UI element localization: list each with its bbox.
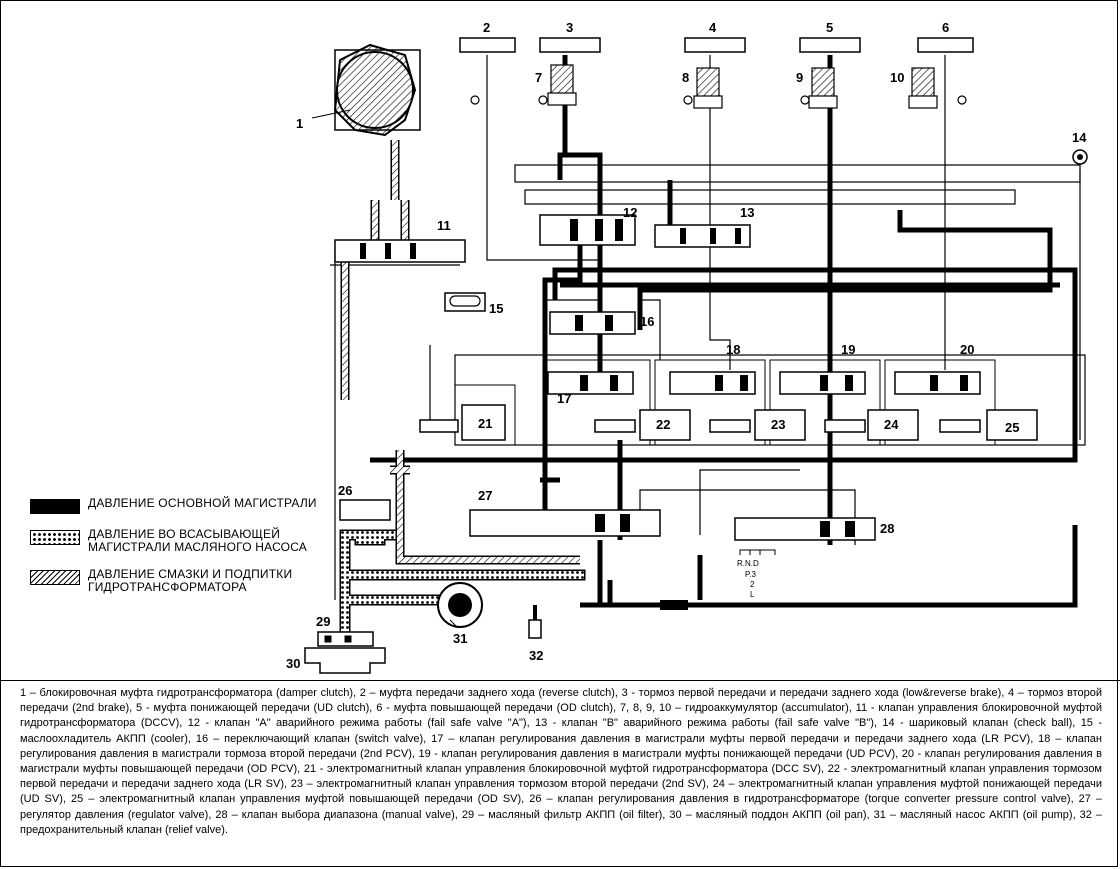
label-27: 27 [478, 488, 492, 503]
label-15: 15 [489, 301, 503, 316]
hydraulic-diagram: 1 2 3 4 5 6 7 8 9 10 11 12 13 14 15 16 1… [286, 20, 1088, 674]
pilot-lines [330, 55, 1086, 600]
label-30: 30 [286, 656, 300, 671]
label-11: 11 [437, 218, 451, 233]
legend: ДАВЛЕНИЕ ОСНОВНОЙ МАГИСТРАЛИ ДАВЛЕНИЕ ВО… [30, 497, 350, 608]
label-3: 3 [566, 20, 573, 35]
label-31: 31 [453, 631, 467, 646]
component-labels: 1 2 3 4 5 6 7 8 9 10 11 12 13 14 15 16 1… [286, 20, 1087, 671]
label-29: 29 [316, 614, 330, 629]
box-3 [539, 37, 601, 53]
relief-valve [528, 605, 542, 639]
lube-line [340, 140, 580, 565]
box-2 [459, 37, 516, 53]
legend-suction: ДАВЛЕНИЕ ВО ВСАСЫВАЮЩЕЙ МАГИСТРАЛИ МАСЛЯ… [30, 528, 350, 554]
caption: 1 – блокировочная муфта гидротрансформат… [0, 680, 1120, 868]
legend-suction-text: ДАВЛЕНИЕ ВО ВСАСЫВАЮЩЕЙ МАГИСТРАЛИ МАСЛЯ… [88, 527, 308, 554]
range-rnd: R.N.D [737, 559, 759, 568]
label-26: 26 [338, 483, 352, 498]
legend-suction-swatch [30, 530, 80, 545]
label-28: 28 [880, 521, 894, 536]
legend-lube: ДАВЛЕНИЕ СМАЗКИ И ПОДПИТКИ ГИДРОТРАНСФОР… [30, 568, 350, 594]
label-23: 23 [771, 417, 785, 432]
label-7: 7 [535, 70, 542, 85]
legend-main-swatch [30, 499, 80, 514]
legend-lube-swatch [30, 570, 80, 585]
legend-lube-text: ДАВЛЕНИЕ СМАЗКИ И ПОДПИТКИ ГИДРОТРАНСФОР… [88, 567, 293, 594]
main-filter-marker [660, 600, 688, 610]
oil-filter-pan [304, 631, 386, 674]
check-ball [1072, 149, 1088, 165]
range-2: 2 [750, 580, 755, 589]
label-19: 19 [841, 342, 855, 357]
label-24: 24 [884, 417, 899, 432]
cooler [444, 292, 486, 312]
label-17: 17 [557, 391, 571, 406]
label-5: 5 [826, 20, 833, 35]
label-13: 13 [740, 205, 754, 220]
accumulators [470, 64, 967, 109]
legend-main-text: ДАВЛЕНИЕ ОСНОВНОЙ МАГИСТРАЛИ [88, 496, 317, 510]
label-10: 10 [890, 70, 904, 85]
box-6 [917, 37, 974, 53]
label-12: 12 [623, 205, 637, 220]
caption-text: 1 – блокировочная муфта гидротрансформат… [20, 687, 1102, 836]
range-p3: P.3 [745, 570, 757, 579]
label-25: 25 [1005, 420, 1019, 435]
clutch-boxes [459, 37, 974, 53]
box-4 [684, 37, 746, 53]
solenoid-valves [419, 404, 1038, 441]
label-20: 20 [960, 342, 974, 357]
legend-main: ДАВЛЕНИЕ ОСНОВНОЙ МАГИСТРАЛИ [30, 497, 350, 514]
box-5 [799, 37, 861, 53]
label-2: 2 [483, 20, 490, 35]
label-14: 14 [1072, 130, 1087, 145]
manual-positions: R.N.D P.3 2 L [737, 549, 776, 599]
label-4: 4 [709, 20, 717, 35]
damper-clutch [311, 43, 421, 137]
oil-pump [437, 582, 483, 629]
label-21: 21 [478, 416, 492, 431]
range-l: L [750, 590, 755, 599]
label-22: 22 [656, 417, 670, 432]
label-1: 1 [296, 116, 303, 131]
label-6: 6 [942, 20, 949, 35]
label-16: 16 [640, 314, 654, 329]
label-32: 32 [529, 648, 543, 663]
label-8: 8 [682, 70, 689, 85]
suction-line [339, 529, 586, 646]
label-9: 9 [796, 70, 803, 85]
spool-lands [360, 219, 968, 537]
label-18: 18 [726, 342, 740, 357]
spool-valves [334, 214, 981, 541]
